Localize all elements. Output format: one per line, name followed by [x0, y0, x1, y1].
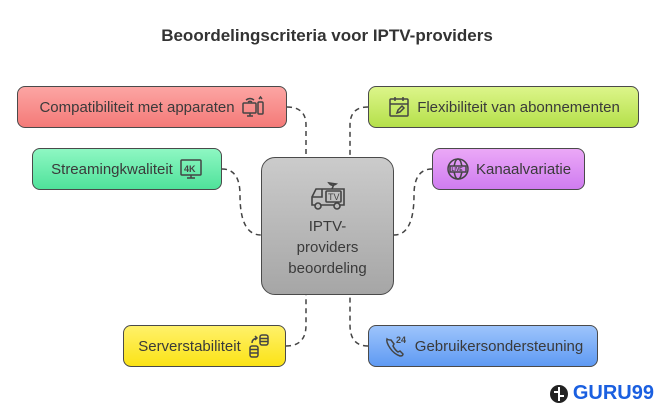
calendar-edit-icon — [389, 97, 409, 117]
phone-24-icon: 24 — [385, 335, 406, 357]
criterion-label: Flexibiliteit van abonnementen — [417, 98, 620, 116]
connector-yellow — [285, 295, 307, 347]
devices-icon — [241, 95, 264, 117]
svg-text:TV: TV — [328, 192, 340, 202]
connector-blue — [349, 295, 369, 347]
diagram-title: Beoordelingscriteria voor IPTV-providers — [161, 26, 493, 45]
criterion-label: Serverstabiliteit — [138, 337, 241, 355]
central-topic-line: providers — [296, 238, 359, 256]
tv-van-icon: TV — [310, 181, 345, 210]
guru99-logo: GURU99 — [549, 382, 654, 405]
database-sync-icon — [249, 334, 269, 358]
criterion-device-compatibility: Compatibiliteit met apparaten — [17, 86, 287, 128]
connector-purple — [393, 168, 433, 236]
svg-text:LIVE: LIVE — [451, 167, 463, 173]
connector-red — [286, 106, 307, 157]
connector-teal — [221, 168, 262, 236]
central-topic-line: beoordeling — [288, 259, 367, 277]
criterion-subscription-flexibility: Flexibiliteit van abonnementen — [368, 86, 639, 128]
svg-text:24: 24 — [396, 335, 406, 345]
live-globe-icon: LIVE — [447, 158, 469, 180]
connector-lime — [349, 106, 369, 157]
criterion-label: Gebruikersondersteuning — [414, 337, 584, 355]
svg-text:4K: 4K — [184, 164, 196, 174]
criterion-user-support: 24 Gebruikersondersteuning — [368, 325, 598, 367]
criterion-label: Kanaalvariatie — [475, 160, 572, 178]
criterion-label: Streamingkwaliteit — [51, 160, 173, 178]
central-topic-line: IPTV- — [308, 217, 347, 235]
guru99-logo-icon — [549, 384, 568, 403]
criterion-server-stability: Serverstabiliteit — [123, 325, 286, 367]
central-topic: TV IPTV- providers beoordeling — [261, 157, 394, 295]
criterion-channel-variety: LIVE Kanaalvariatie — [432, 148, 585, 190]
criterion-label: Compatibiliteit met apparaten — [39, 98, 235, 116]
guru99-logo-text: GURU99 — [572, 382, 654, 404]
criterion-streaming-quality: Streamingkwaliteit 4K — [32, 148, 222, 190]
4k-tv-icon: 4K — [180, 159, 202, 179]
